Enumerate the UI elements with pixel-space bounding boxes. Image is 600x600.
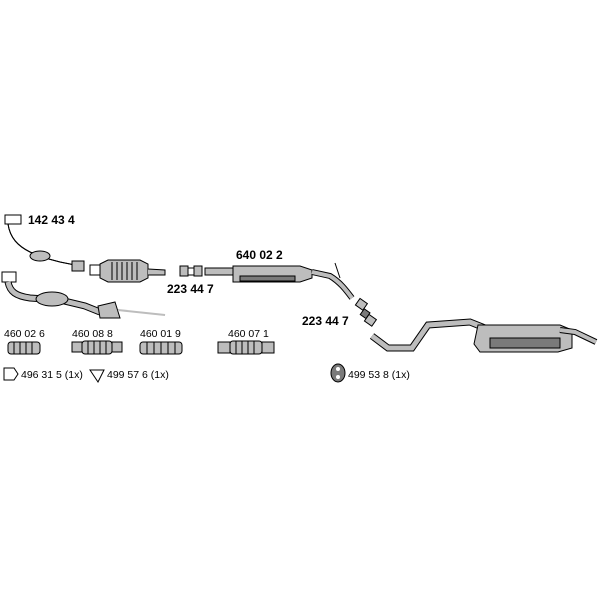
flex-pipe-4[interactable] [217,340,275,355]
gasket-icon [3,367,19,381]
part-label-connector-right: 223 44 7 [302,314,349,328]
rubber-mount-icon [330,363,346,383]
front-pipe-lower[interactable] [1,271,166,319]
connector-right[interactable] [354,297,378,327]
fitting-label-ring-gasket: 499 57 6 (1x) [107,369,169,381]
rear-silencer[interactable] [369,318,598,353]
flex-pipe-label-2: 460 08 8 [72,328,113,340]
flex-pipe-2[interactable] [71,340,123,355]
centre-silencer[interactable] [204,262,355,300]
flex-pipe-label-1: 460 02 6 [4,328,45,340]
connector-left[interactable] [179,265,203,277]
catalytic-converter[interactable] [89,259,166,283]
part-label-front-pipe-upper: 142 43 4 [28,213,75,227]
flex-pipe-label-4: 460 07 1 [228,328,269,340]
part-label-centre-silencer: 640 02 2 [236,248,283,262]
flex-pipe-1[interactable] [7,341,41,355]
flex-pipe-3[interactable] [139,341,183,355]
fitting-label-gasket: 496 31 5 (1x) [21,369,83,381]
flex-pipe-label-3: 460 01 9 [140,328,181,340]
front-pipe-upper[interactable] [4,214,85,272]
part-label-connector-left: 223 44 7 [167,282,214,296]
ring-gasket-icon [89,369,105,383]
fitting-label-rubber-mount: 499 53 8 (1x) [348,369,410,381]
